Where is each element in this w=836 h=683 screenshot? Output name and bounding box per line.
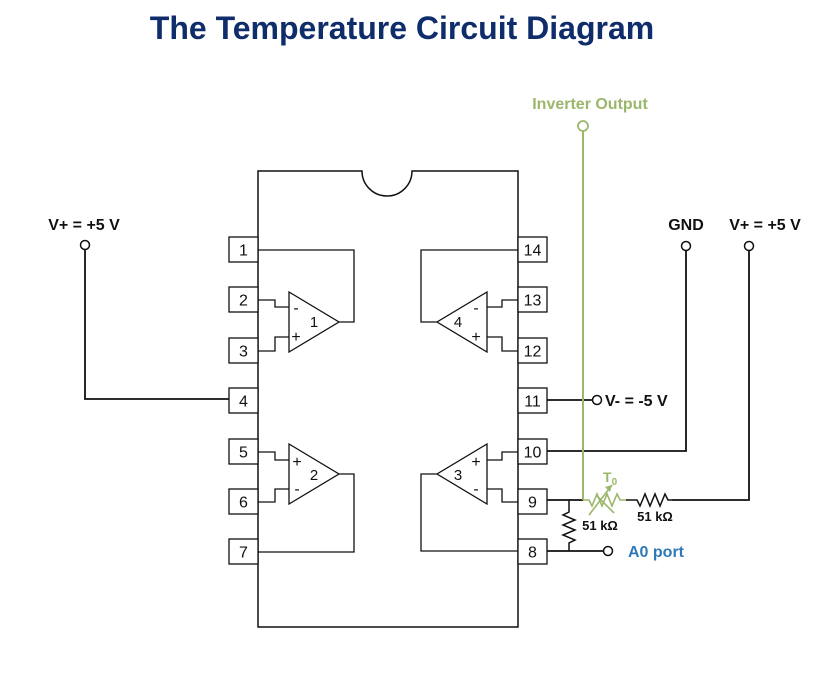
a0-port-label: A0 port: [628, 544, 685, 561]
pin-11-label: 11: [524, 394, 541, 411]
amp1-bottom-sign: +: [291, 329, 300, 346]
vplus-right-label: V+ = +5 V: [729, 217, 801, 234]
pin-4-label: 4: [239, 394, 248, 411]
op-amp-4: - + 4: [420, 249, 518, 354]
left-pins: 1 2 3 4 5 6 7: [228, 236, 259, 565]
amp4-top-sign: -: [473, 300, 478, 317]
ic-body: [257, 170, 519, 628]
op-amp-1: - + 1: [258, 249, 355, 354]
vplus-left-terminal: V+ = +5 V: [48, 217, 229, 400]
inverter-output-label: Inverter Output: [532, 96, 648, 113]
amp1-top-sign: -: [293, 300, 298, 317]
pin-3-label: 3: [239, 344, 248, 361]
amp3-id: 3: [454, 467, 462, 484]
amp1-id: 1: [310, 314, 318, 331]
pin-7-label: 7: [239, 545, 248, 562]
amp2-bottom-sign: -: [294, 481, 299, 498]
amp3-bottom-sign: -: [473, 481, 478, 498]
pin-2-label: 2: [239, 293, 248, 310]
resistor-r2: 51 kΩ: [626, 492, 673, 524]
r2-label: 51 kΩ: [637, 509, 673, 524]
pin-14-label: 14: [524, 243, 542, 260]
pin-5-label: 5: [239, 445, 248, 462]
pin-6-label: 6: [239, 495, 248, 512]
gnd-label: GND: [668, 217, 704, 234]
vminus-label: V- = -5 V: [605, 393, 668, 410]
amp3-top-sign: +: [471, 454, 480, 471]
r1-label: 51 kΩ: [582, 518, 618, 533]
vplus-left-label: V+ = +5 V: [48, 217, 120, 234]
amp4-bottom-sign: +: [471, 329, 480, 346]
amp2-id: 2: [310, 467, 318, 484]
gnd-terminal: GND: [547, 217, 704, 452]
diagram-title: The Temperature Circuit Diagram: [149, 10, 655, 46]
right-pins: 14 13 12 11 10 9 8: [517, 236, 548, 565]
pin-12-label: 12: [524, 344, 542, 361]
op-amp-2: + - 2: [258, 442, 355, 553]
thermistor-t0: T0: [583, 469, 626, 516]
a0-port-terminal: A0 port: [547, 544, 685, 561]
vplus-right-terminal: V+ = +5 V: [672, 217, 801, 501]
pin-9-label: 9: [528, 495, 537, 512]
t0-label: T0: [603, 469, 618, 488]
amp4-id: 4: [454, 314, 462, 331]
pin-10-label: 10: [524, 445, 542, 462]
vminus-terminal: V- = -5 V: [547, 393, 668, 410]
pin-1-label: 1: [239, 243, 248, 260]
pin-8-label: 8: [528, 545, 537, 562]
inverter-output-terminal: Inverter Output: [532, 96, 648, 500]
pin-13-label: 13: [524, 293, 542, 310]
op-amp-3: + - 3: [420, 442, 518, 552]
amp2-top-sign: +: [292, 454, 301, 471]
resistor-r1: 51 kΩ: [561, 500, 618, 551]
